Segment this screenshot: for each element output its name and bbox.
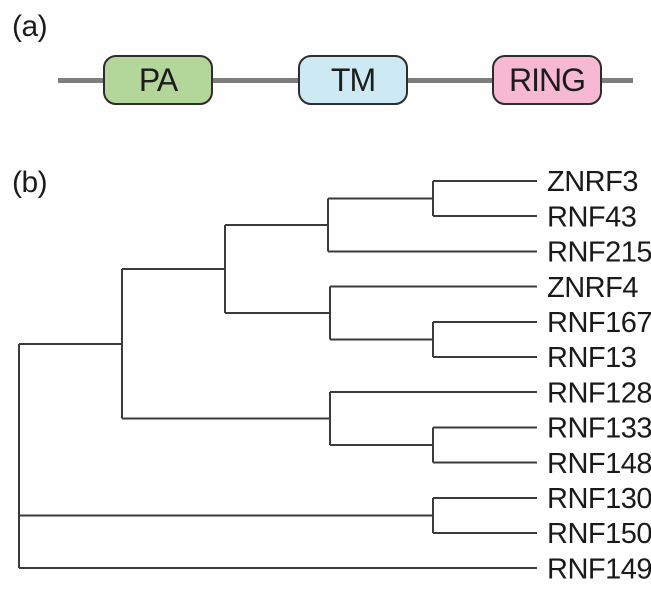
leaf-label-rnf167: RNF167: [547, 307, 651, 339]
panel-b-label: (b): [12, 166, 48, 199]
leaf-label-rnf215: RNF215: [547, 237, 651, 269]
leaf-label-rnf150: RNF150: [547, 518, 651, 550]
leaf-label-rnf149: RNF149: [547, 553, 651, 585]
domain-label-ring: RING: [509, 61, 586, 98]
domain-label-tm: TM: [330, 61, 376, 98]
domain-box-ring: RING: [492, 55, 602, 105]
domain-box-tm: TM: [298, 55, 408, 105]
leaf-label-znrf3: ZNRF3: [547, 166, 638, 198]
leaf-label-rnf133: RNF133: [547, 413, 651, 445]
leaf-label-rnf43: RNF43: [547, 201, 636, 233]
leaf-label-rnf13: RNF13: [547, 342, 636, 374]
leaf-label-znrf4: ZNRF4: [547, 272, 638, 304]
leaf-label-rnf128: RNF128: [547, 377, 651, 409]
domain-box-pa: PA: [103, 55, 213, 105]
leaf-label-rnf130: RNF130: [547, 483, 651, 515]
domain-label-pa: PA: [138, 61, 178, 98]
leaf-label-rnf148: RNF148: [547, 448, 651, 480]
panel-a-label: (a): [12, 10, 48, 43]
